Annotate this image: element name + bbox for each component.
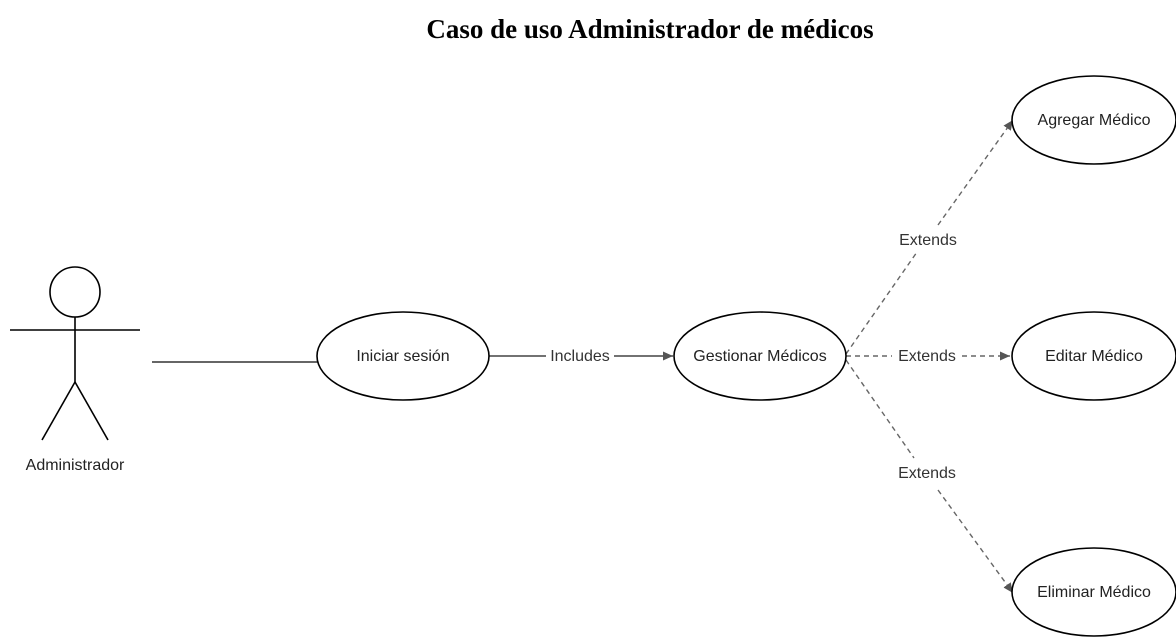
use-case-gestionar-medicos[interactable]: Gestionar Médicos bbox=[673, 311, 847, 401]
diagram-title: Caso de uso Administrador de médicos bbox=[426, 14, 874, 44]
extends-delete-label: Extends bbox=[898, 465, 956, 482]
use-case-label: Gestionar Médicos bbox=[693, 348, 826, 365]
includes-relation: Includes bbox=[488, 348, 673, 365]
use-case-label: Iniciar sesión bbox=[356, 348, 449, 365]
use-case-ellipse bbox=[1011, 547, 1176, 637]
extends-add-line-upper bbox=[937, 119, 1014, 226]
extends-add-relation: Extends bbox=[845, 119, 1014, 355]
extends-edit-label: Extends bbox=[898, 348, 956, 365]
actor-left-leg bbox=[41, 381, 76, 441]
actor-administrador[interactable]: Administrador bbox=[10, 266, 140, 474]
use-case-eliminar-medico[interactable]: Eliminar Médico bbox=[1011, 547, 1176, 637]
actor-label: Administrador bbox=[26, 457, 125, 474]
use-case-label: Editar Médico bbox=[1045, 348, 1143, 365]
extends-add-line-lower bbox=[845, 251, 918, 355]
extends-delete-line-lower bbox=[937, 489, 1014, 594]
extends-add-label: Extends bbox=[899, 232, 957, 249]
use-case-label: Eliminar Médico bbox=[1037, 584, 1151, 601]
actor-right-leg bbox=[74, 381, 109, 441]
use-case-label: Agregar Médico bbox=[1038, 112, 1151, 129]
use-case-ellipse bbox=[673, 311, 847, 401]
extends-delete-relation: Extends bbox=[845, 359, 1014, 594]
use-case-ellipse bbox=[316, 311, 490, 401]
extends-delete-line-upper bbox=[845, 359, 915, 459]
extends-edit-relation: Extends bbox=[846, 348, 1010, 365]
actor-head bbox=[49, 266, 101, 318]
use-case-iniciar-sesion[interactable]: Iniciar sesión bbox=[316, 311, 490, 401]
use-case-agregar-medico[interactable]: Agregar Médico bbox=[1011, 75, 1176, 165]
use-case-ellipse bbox=[1011, 311, 1176, 401]
includes-label: Includes bbox=[550, 348, 610, 365]
use-case-ellipse bbox=[1011, 75, 1176, 165]
use-case-editar-medico[interactable]: Editar Médico bbox=[1011, 311, 1176, 401]
